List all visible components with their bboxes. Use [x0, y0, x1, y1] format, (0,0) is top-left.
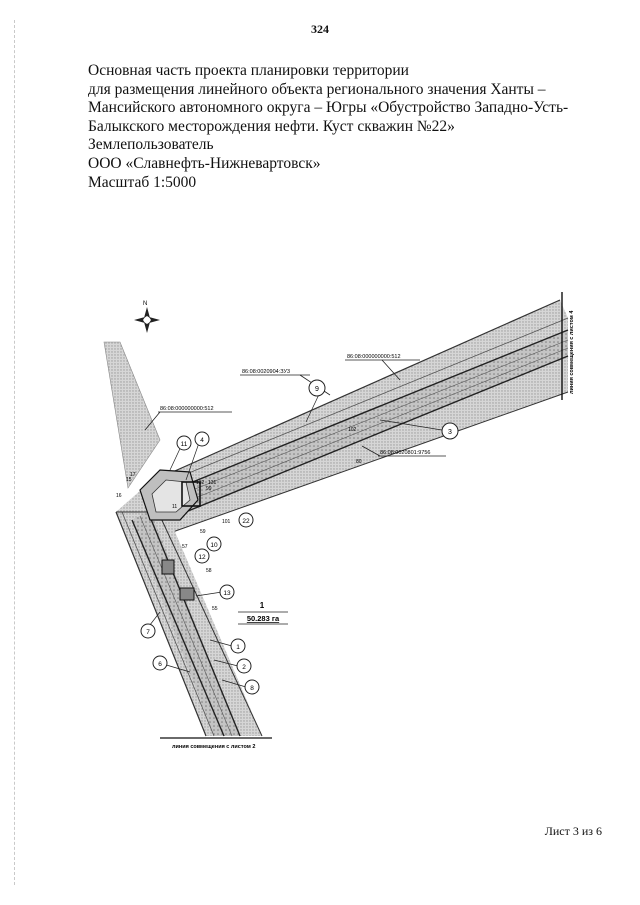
forest-strip — [103, 341, 161, 489]
svg-text:11: 11 — [181, 441, 188, 448]
area-label: 1 50.283 га — [238, 601, 288, 625]
callout-2: 2 — [213, 658, 252, 674]
north-label: N — [143, 301, 147, 307]
callout-7: 7 — [140, 611, 161, 639]
svg-text:86:08:000000000:512: 86:08:000000000:512 — [160, 406, 214, 412]
svg-text:99: 99 — [206, 486, 212, 492]
callout-3: 3 — [379, 419, 459, 440]
svg-text:1: 1 — [260, 601, 265, 610]
land-user-label: Землепользователь — [88, 136, 214, 154]
page-number: 324 — [311, 22, 329, 36]
svg-text:17: 17 — [130, 472, 136, 478]
svg-text:15: 15 — [126, 477, 132, 483]
svg-text:102: 102 — [348, 427, 357, 433]
callout-13: 13 — [195, 584, 235, 600]
svg-text:55: 55 — [212, 606, 218, 612]
svg-text:86:08:000000000:512: 86:08:000000000:512 — [347, 354, 401, 360]
corridor-south — [115, 482, 263, 737]
svg-text:86:08:0020801:9756: 86:08:0020801:9756 — [380, 450, 430, 456]
callout-12: 12 — [194, 548, 210, 564]
sheet-number: Лист 3 из 6 — [544, 824, 602, 838]
svg-text:22: 22 — [242, 518, 250, 525]
svg-text:10: 10 — [210, 542, 218, 549]
svg-text:131: 131 — [208, 480, 217, 486]
land-user-name: ООО «Славнефть-Нижневартовск» — [88, 154, 321, 172]
page-edge-rule — [14, 20, 15, 885]
svg-text:6: 6 — [158, 661, 162, 668]
svg-text:132: 132 — [196, 480, 205, 486]
heading-line: Основная часть проекта планировки террит… — [88, 62, 409, 79]
heading-line: Мансийского автономного округа – Югры «О… — [88, 99, 569, 117]
svg-text:2: 2 — [242, 664, 246, 671]
svg-text:1: 1 — [236, 644, 240, 651]
svg-text:9: 9 — [315, 386, 319, 393]
svg-text:7: 7 — [146, 629, 150, 636]
heading-line: Балыкского месторождения нефти. Куст скв… — [88, 117, 455, 135]
svg-text:13: 13 — [223, 590, 231, 597]
svg-text:80: 80 — [356, 459, 362, 465]
callout-4: 4 — [185, 431, 210, 481]
north-arrow-icon: N — [134, 301, 160, 333]
callout-11: 11 — [169, 435, 192, 471]
svg-text:16: 16 — [116, 493, 122, 499]
callout-8: 8 — [221, 679, 260, 695]
scale-label: Масштаб 1:5000 — [88, 173, 197, 191]
point-labels: 102 80 16 15 17 132 131 99 11 59 101 57 … — [116, 427, 362, 612]
svg-text:57: 57 — [182, 544, 188, 550]
callout-22: 22 — [238, 512, 254, 528]
svg-text:59: 59 — [200, 529, 206, 535]
match-line-right-label: линия совмещения с листом 4 — [569, 310, 575, 394]
callout-9: 9 — [305, 379, 326, 423]
svg-text:4: 4 — [200, 437, 204, 444]
svg-text:58: 58 — [206, 568, 212, 574]
svg-text:12: 12 — [198, 554, 206, 561]
svg-text:11: 11 — [172, 504, 177, 510]
callout-6: 6 — [152, 655, 191, 673]
well-pad — [139, 469, 201, 601]
match-line-bottom-label: линия совмещения с листом 2 — [172, 744, 255, 750]
callout-10: 10 — [206, 536, 222, 552]
svg-text:101: 101 — [222, 519, 231, 525]
corridor-northeast — [149, 299, 569, 541]
svg-text:3: 3 — [448, 429, 452, 436]
cadastral-label-bottom: 86:08:0020801:9756 — [361, 445, 446, 457]
cadastral-label-top-right: 86:08:000000000:512 — [345, 354, 420, 381]
cadastral-label-left: 86:08:000000000:512 — [144, 406, 232, 431]
heading-line: для размещения линейного объекта региона… — [88, 80, 546, 98]
callout-1: 1 — [209, 638, 246, 654]
svg-text:8: 8 — [250, 685, 254, 692]
svg-text:86:08:0020904:ЗУ3: 86:08:0020904:ЗУ3 — [242, 369, 290, 375]
document-heading: Основная часть проекта планировки террит… — [88, 62, 588, 192]
svg-text:50.283 га: 50.283 га — [247, 614, 280, 623]
